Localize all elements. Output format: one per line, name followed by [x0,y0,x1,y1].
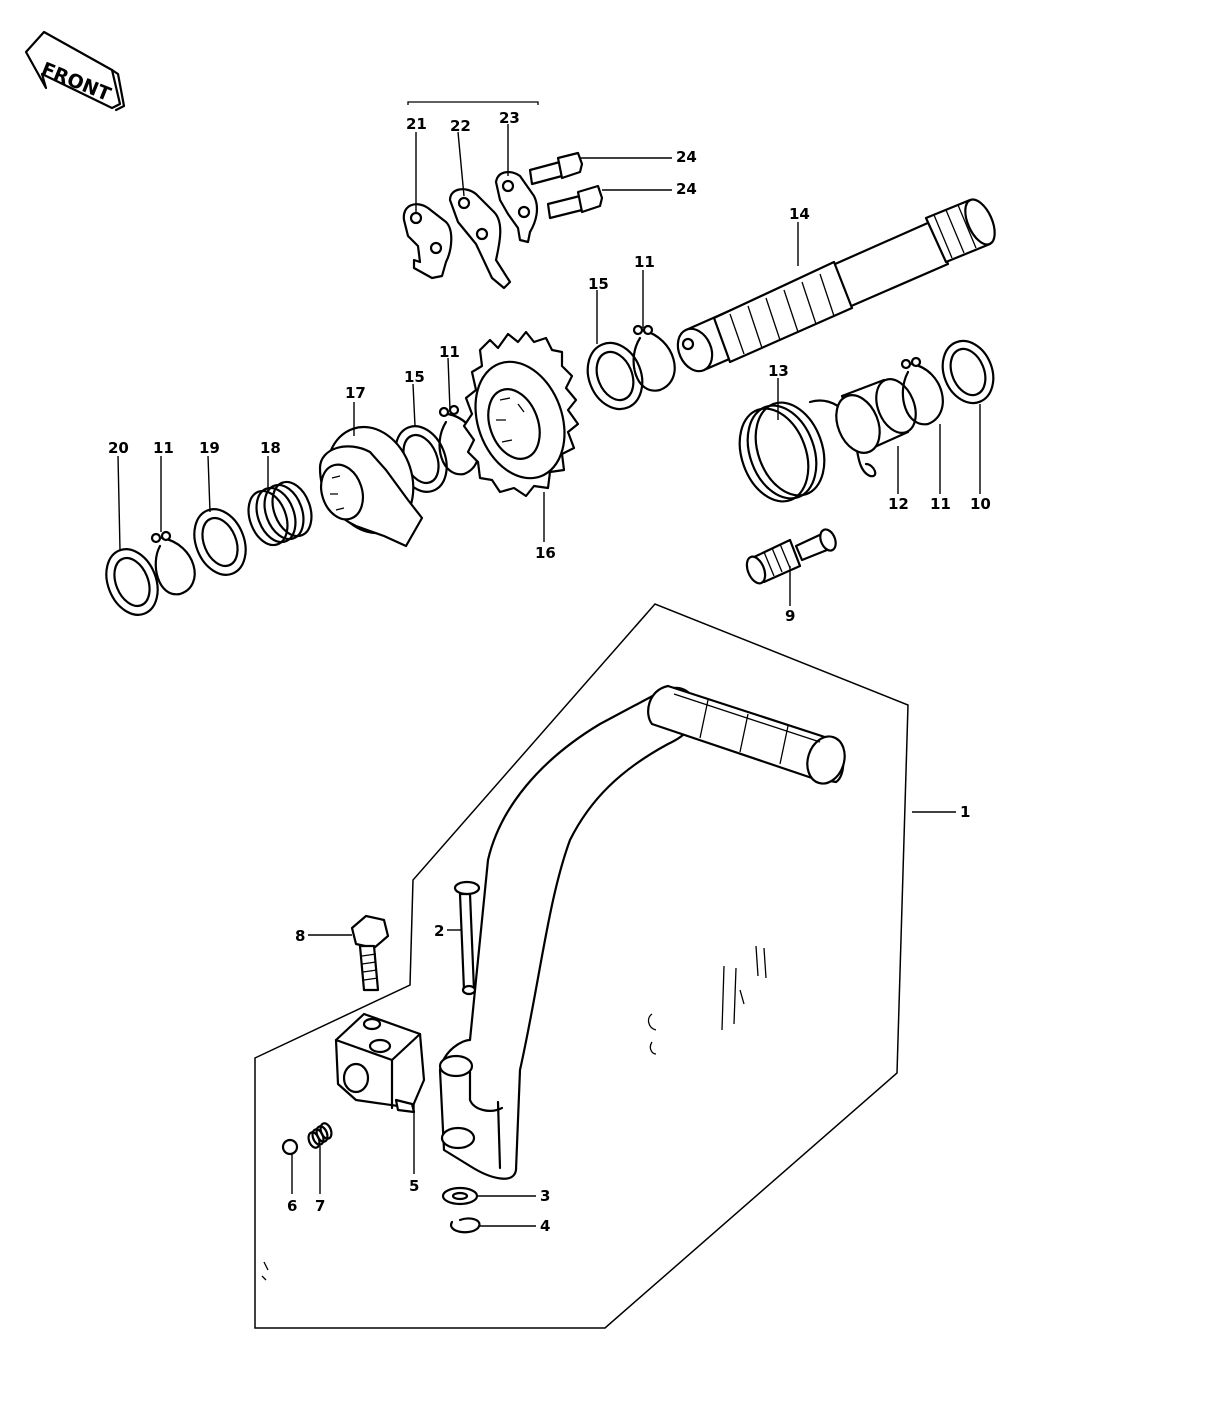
pedal-block-part-5 [334,1012,426,1114]
callout-13: 13 [768,362,789,380]
callout-19: 19 [199,439,220,457]
washer-part-15-right [586,341,644,411]
plate-part-22 [448,188,512,290]
spring-part-7 [307,1122,333,1149]
ball-part-6 [281,1138,299,1156]
washer-part-3 [441,1186,479,1206]
callout-2: 2 [434,922,444,940]
circlip-part-11-left [150,530,196,596]
callout-11-mid: 11 [439,343,460,361]
callout-9: 9 [785,607,795,625]
washer-part-20 [105,548,159,616]
callout-10: 10 [970,495,991,513]
callout-4: 4 [540,1217,550,1235]
bolt-part-24-upper [528,151,584,186]
callout-23: 23 [499,109,520,127]
callout-20: 20 [108,439,129,457]
assembly-outline [254,603,909,1329]
callout-8: 8 [295,927,305,945]
spring-guide-part-12 [835,378,917,454]
plate-part-23 [494,170,539,244]
circlip-part-11-upper [632,324,676,392]
spring-part-18 [247,480,313,547]
bolt-part-8 [350,914,390,992]
callout-7: 7 [315,1197,325,1215]
washer-part-10 [941,339,995,405]
callout-15-right: 15 [588,275,609,293]
callout-6: 6 [287,1197,297,1215]
callout-18: 18 [260,439,281,457]
callout-5: 5 [409,1177,419,1195]
callout-21: 21 [406,115,427,133]
kick-gear-part-16 [462,330,580,498]
leader-lines [117,124,981,1227]
plate-part-21 [402,203,453,280]
ratchet-part-17 [318,425,424,548]
pivot-pin-part-2 [453,880,481,996]
front-direction-badge: FRONT [24,30,126,112]
callout-16: 16 [535,544,556,562]
callout-11-right: 11 [930,495,951,513]
callout-17: 17 [345,384,366,402]
callout-14: 14 [789,205,810,223]
circlip-part-4 [449,1217,481,1234]
callout-11-upper: 11 [634,253,655,271]
bracket-21-23 [407,101,539,105]
pin-part-9 [745,528,837,585]
callout-12: 12 [888,495,909,513]
callout-22: 22 [450,117,471,135]
kick-shaft-part-14 [676,198,996,373]
kick-lever-part-1 [438,686,697,1180]
callout-11-left: 11 [153,439,174,457]
callout-24-lower: 24 [676,180,697,198]
callout-1: 1 [960,803,970,821]
bolt-part-24-lower [546,184,604,220]
callout-24-upper: 24 [676,148,697,166]
circlip-part-11-right [900,356,944,426]
callout-15-left: 15 [404,368,425,386]
kick-lever-grip [647,684,846,785]
washer-part-19 [193,508,247,576]
stray-ink-marks [261,945,767,1281]
callout-labels: 21 22 23 24 24 14 11 15 11 13 15 17 20 1… [108,109,991,1235]
callout-3: 3 [540,1187,550,1205]
